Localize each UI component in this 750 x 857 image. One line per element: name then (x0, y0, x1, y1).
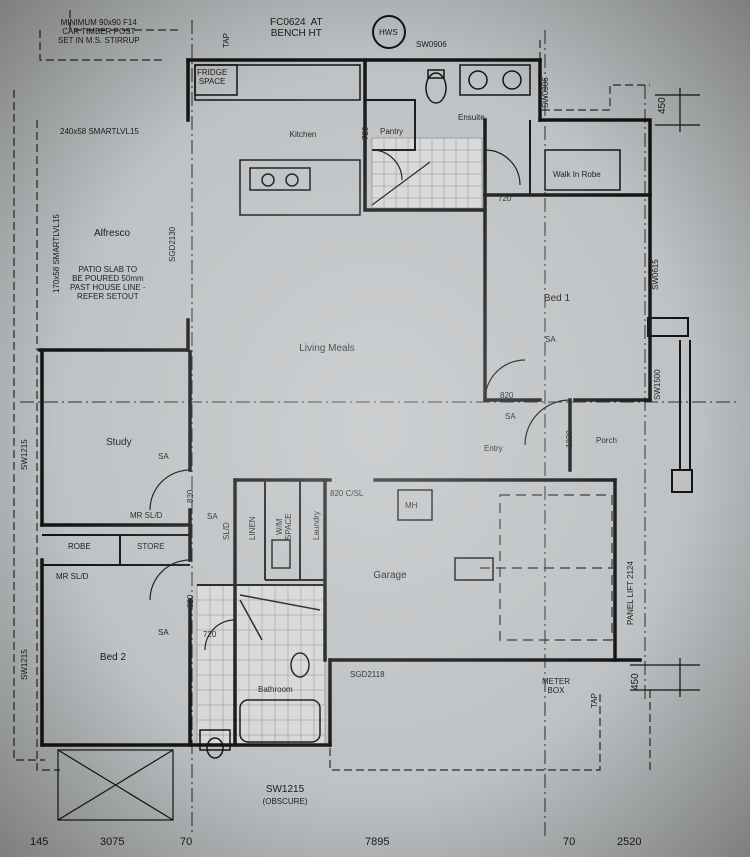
sa-bed1-label: SA (545, 335, 556, 344)
post-note: MINIMUM 90x90 F14 CAR TIMBER POST SET IN… (58, 18, 140, 45)
door-820-csl: 820 C/SL (330, 489, 364, 498)
door-820-living: 820 (500, 391, 514, 400)
door-720-ensuite: 720 (498, 194, 512, 203)
mr-sld-bed2-label: MR SL/D (56, 572, 89, 581)
sw1215-left2-label: SW1215 (20, 649, 29, 680)
study-label: Study (106, 437, 132, 448)
sw1215-bottom-label: SW1215 (265, 784, 305, 795)
sgd2130-label: SGD2130 (168, 226, 177, 262)
bottom-dim-4: 7895 (365, 836, 390, 848)
bathroom-label: Bathroom (258, 685, 293, 694)
obscure-label: (OBSCURE) (262, 797, 308, 806)
mh-label: MH (405, 501, 418, 510)
ensuite-label: Ensuite (458, 113, 485, 122)
sld-label: SL/D (222, 522, 231, 540)
bed2-label: Bed 2 (99, 652, 127, 663)
door-820-study: 820 (186, 489, 195, 503)
fixtures (199, 64, 621, 759)
entry-label: Entry (484, 444, 503, 453)
piers (647, 317, 693, 493)
door-720-bath: 720 (203, 630, 217, 639)
panel-lift-label: PANEL LIFT 2124 (626, 561, 635, 625)
bottom-dim-1: 145 (30, 836, 49, 848)
dim-450-top: 450 (657, 97, 668, 114)
sgd2118-label: SGD2118 (350, 670, 385, 679)
wm-space-label: W/M SPACE (275, 513, 293, 540)
bottom-dim-2: 3075 (100, 836, 125, 848)
tap-top-label: TAP (222, 33, 231, 48)
sw1500-label: SW1500 (653, 369, 662, 400)
tap-bottom-label: TAP (590, 693, 599, 708)
laundry-label: Laundry (312, 511, 321, 540)
boundary-lines (13, 10, 651, 771)
sa-entry-label: SA (505, 412, 516, 421)
sw1215-left-label: SW1215 (20, 439, 29, 470)
sa-bed2-label: SA (158, 628, 169, 637)
garage-outline (480, 494, 613, 641)
sw0615-label: SW0615 (651, 259, 660, 290)
sw0906-label: SW0906 (416, 40, 447, 49)
living-meals-label: Living Meals (299, 343, 355, 354)
door-swings (149, 149, 571, 651)
fridge-space-label: FRIDGE SPACE (197, 68, 228, 86)
door-1020-label: 1020 (565, 430, 574, 448)
manhole (397, 489, 494, 581)
porch-label: Porch (596, 436, 617, 445)
kitchen-benches (194, 64, 361, 216)
garage-label: Garage (373, 570, 407, 581)
alfresco-label: Alfresco (93, 228, 131, 239)
inner-walls (42, 99, 531, 586)
door-720-pantry: 720 (361, 126, 370, 140)
setout-lines (20, 20, 740, 840)
kitchen-label: Kitchen (289, 130, 317, 139)
patio-note: PATIO SLAB TO BE POURED 50mm PAST HOUSE … (70, 265, 146, 301)
pantry-label: Pantry (380, 127, 404, 136)
meter-box-label: METER BOX (542, 677, 570, 695)
beam-240-label: 240x58 SMARTLVL15 (60, 127, 139, 136)
robe-label: ROBE (68, 542, 91, 551)
beam-170-label: 170x58 SMARTLVL15 (52, 214, 61, 293)
bottom-dim-3: 70 (180, 836, 193, 848)
mr-sld-study-label: MR SL/D (130, 511, 163, 520)
door-820-bed2: 820 (186, 594, 195, 608)
store-label: STORE (137, 542, 165, 551)
hws-label: HWS (379, 28, 398, 37)
linen-label: LINEN (248, 516, 257, 540)
sa-study-label: SA (158, 452, 169, 461)
porch-steps (57, 161, 431, 821)
walk-in-robe-label: Walk In Robe (553, 170, 601, 179)
bed1-label: Bed 1 (543, 293, 571, 304)
bottom-dim-5: 70 (563, 836, 576, 848)
sw0906-vertical-label: SW0906 (541, 77, 550, 108)
dim-450-bottom: 450 (630, 673, 641, 690)
bottom-dim-6: 2520 (617, 836, 642, 848)
fc-note: FC0624 AT BENCH HT (270, 17, 323, 39)
sa-hall-label: SA (207, 512, 218, 521)
